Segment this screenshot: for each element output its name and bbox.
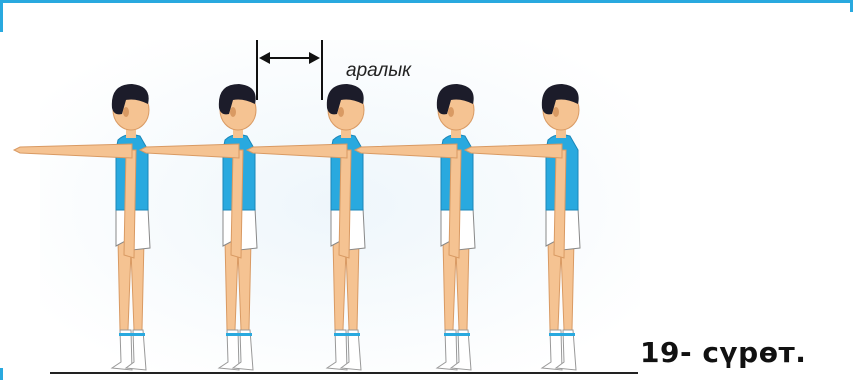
arm-side	[554, 150, 566, 258]
ear	[338, 107, 344, 117]
sock-band	[226, 333, 252, 336]
sock-band	[119, 333, 145, 336]
sock-band	[444, 333, 470, 336]
arm-side	[231, 150, 243, 258]
spacing-label: аралык	[346, 60, 411, 82]
arm-side	[339, 150, 351, 258]
ear	[553, 107, 559, 117]
ear	[123, 107, 129, 117]
arm-side	[449, 150, 461, 258]
sock-band	[549, 333, 575, 336]
figure-caption: 19- сүрөт.	[640, 336, 806, 369]
arm-side	[124, 150, 136, 258]
sock-band	[334, 333, 360, 336]
ear	[448, 107, 454, 117]
ear	[230, 107, 236, 117]
